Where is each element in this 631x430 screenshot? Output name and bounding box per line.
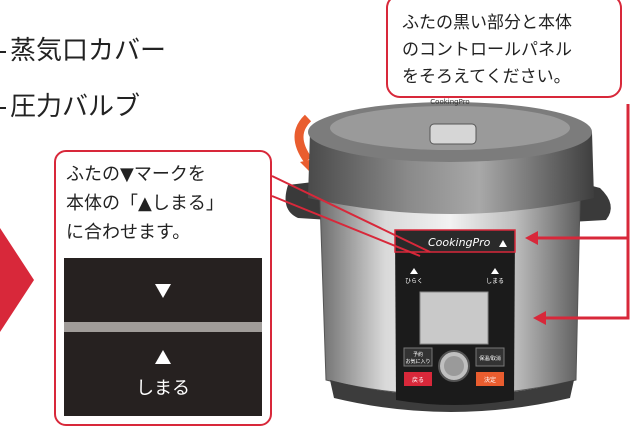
keep-warm-text: 保温/取消: [479, 355, 501, 362]
back-button: [404, 372, 432, 386]
close-label: しまる: [136, 378, 190, 399]
back-text: 戻る: [412, 376, 424, 384]
panel-brand-text: CookingPro: [428, 236, 491, 249]
alignment-instruction-box: ふたの黒い部分と本体 のコントロールパネル をそろえてください。: [386, 0, 622, 98]
close-mark-icon: [491, 268, 499, 274]
favorites-text: お気に入り: [405, 358, 430, 365]
lid-mark-callout: ふたの▼マークを 本体の「▲しまる」 に合わせます。 しまる: [54, 150, 272, 426]
next-step-arrow-icon: [0, 228, 34, 332]
callout-text: ふたの▼マークを 本体の「▲しまる」 に合わせます。: [66, 160, 224, 247]
leader-line-icon: [0, 50, 6, 53]
rotate-arrow-icon: [294, 114, 312, 163]
lid-brand-text: CookingPro: [430, 98, 469, 106]
close-up-triangle-icon: [155, 350, 171, 364]
lid-down-triangle-icon: [155, 284, 171, 298]
instruction-line: のコントロールパネル: [402, 40, 572, 60]
callout-pointer-line-icon: [271, 175, 431, 253]
closeup-panel: しまる: [64, 258, 262, 416]
panel-alignment-line-icon: [540, 238, 630, 320]
pressure-cooker-illustration: CookingPro CookingPro ひらく しまる 予約 お気に入り 保…: [271, 98, 630, 412]
confirm-text: 決定: [484, 376, 496, 384]
leader-line-icon: [0, 106, 6, 109]
open-mark-icon: [410, 268, 418, 274]
instruction-line: をそろえてください。: [402, 67, 571, 87]
callout-line: ふたの▼マークを: [66, 164, 206, 185]
pressure-valve-text: 圧力バルブ: [10, 92, 141, 122]
lid-body-seam: [64, 322, 262, 332]
reservation-text: 予約: [413, 351, 423, 358]
lid-down-mark-icon: [499, 240, 507, 247]
steam-vent-cover-label: 蒸気口カバー: [0, 30, 166, 67]
arrow-to-panel-icon: [533, 311, 546, 325]
callout-line: 本体の「▲しまる」: [66, 193, 224, 214]
panel-top-strip: [394, 229, 516, 253]
keep-warm-button: [475, 347, 505, 367]
reservation-button: [403, 347, 433, 367]
arrow-to-lid-icon: [525, 231, 538, 245]
steam-vent-cover-text: 蒸気口カバー: [10, 36, 167, 66]
confirm-button: [476, 372, 504, 386]
pressure-valve-label: 圧力バルブ: [0, 86, 140, 123]
lcd-screen: [419, 291, 489, 345]
callout-line: に合わせます。: [66, 222, 191, 243]
close-mark-text: しまる: [486, 278, 504, 285]
instruction-line: ふたの黒い部分と本体: [402, 13, 572, 33]
open-mark-text: ひらく: [405, 278, 423, 285]
steam-vent-knob: [429, 123, 477, 145]
